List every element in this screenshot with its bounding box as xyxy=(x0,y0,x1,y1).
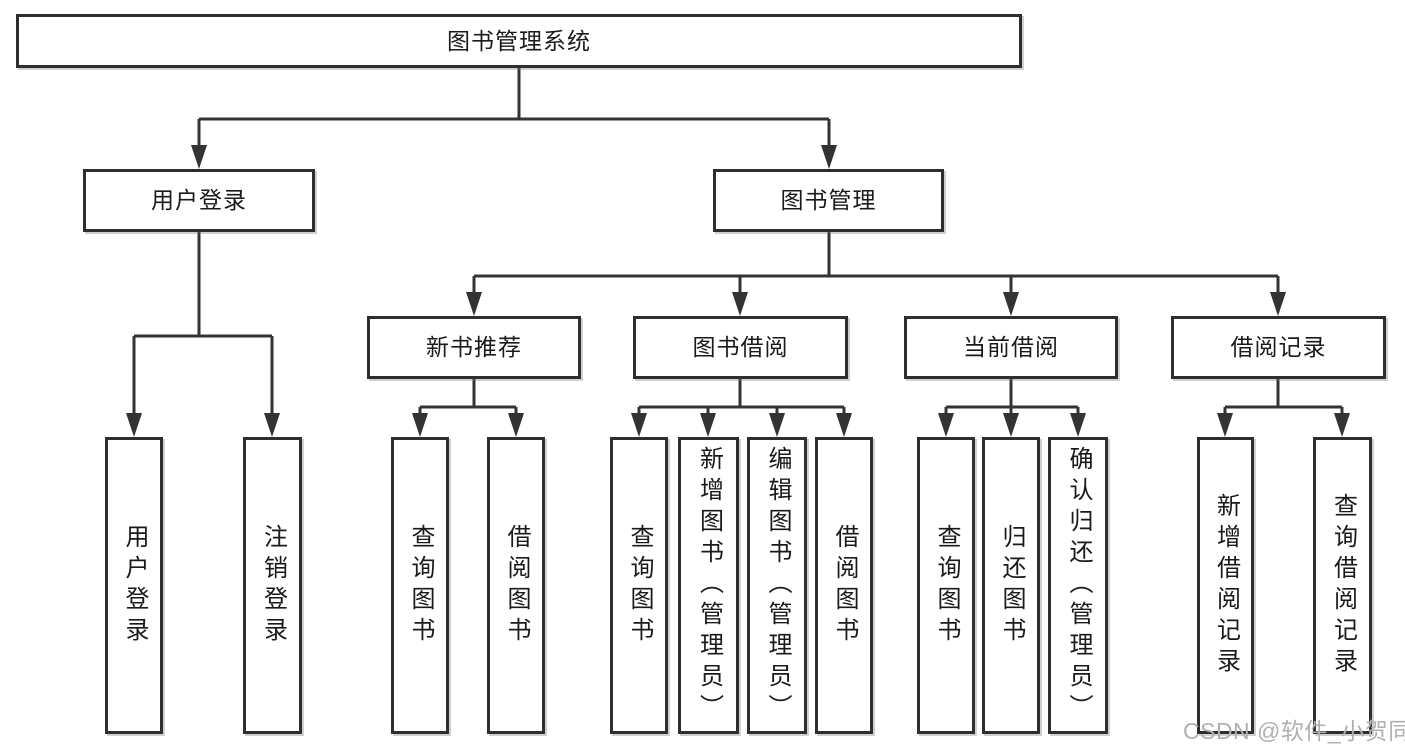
node-leaf-query-books-current: 查询图书 xyxy=(917,437,975,734)
node-leaf-add-books-admin: 新增图书（管理员） xyxy=(678,437,739,734)
node-leaf-confirm-return-admin: 确认归还（管理员） xyxy=(1048,437,1108,734)
node-leaf-query-books-recommend: 查询图书 xyxy=(391,437,449,734)
node-new-book-recommendation: 新书推荐 xyxy=(367,316,581,379)
node-leaf-query-books-borrowing: 查询图书 xyxy=(610,437,668,734)
node-leaf-query-borrow-record: 查询借阅记录 xyxy=(1313,437,1372,734)
node-leaf-logout: 注销登录 xyxy=(243,437,302,734)
node-user-login: 用户登录 xyxy=(83,169,315,232)
node-book-management: 图书管理 xyxy=(713,169,944,232)
node-leaf-add-borrow-record: 新增借阅记录 xyxy=(1197,437,1254,734)
node-current-borrowing: 当前借阅 xyxy=(904,316,1118,379)
watermark-text: CSDN @软件_小贺同学 xyxy=(1183,718,1405,744)
node-leaf-user-login: 用户登录 xyxy=(105,437,163,734)
node-library-management-system: 图书管理系统 xyxy=(16,14,1022,68)
node-leaf-return-books: 归还图书 xyxy=(982,437,1040,734)
node-leaf-borrow-books-recommend: 借阅图书 xyxy=(487,437,545,734)
node-book-borrowing: 图书借阅 xyxy=(633,316,848,379)
node-leaf-borrow-books-borrowing: 借阅图书 xyxy=(815,437,873,734)
node-borrowing-records: 借阅记录 xyxy=(1171,316,1386,379)
node-leaf-edit-books-admin: 编辑图书（管理员） xyxy=(747,437,807,734)
